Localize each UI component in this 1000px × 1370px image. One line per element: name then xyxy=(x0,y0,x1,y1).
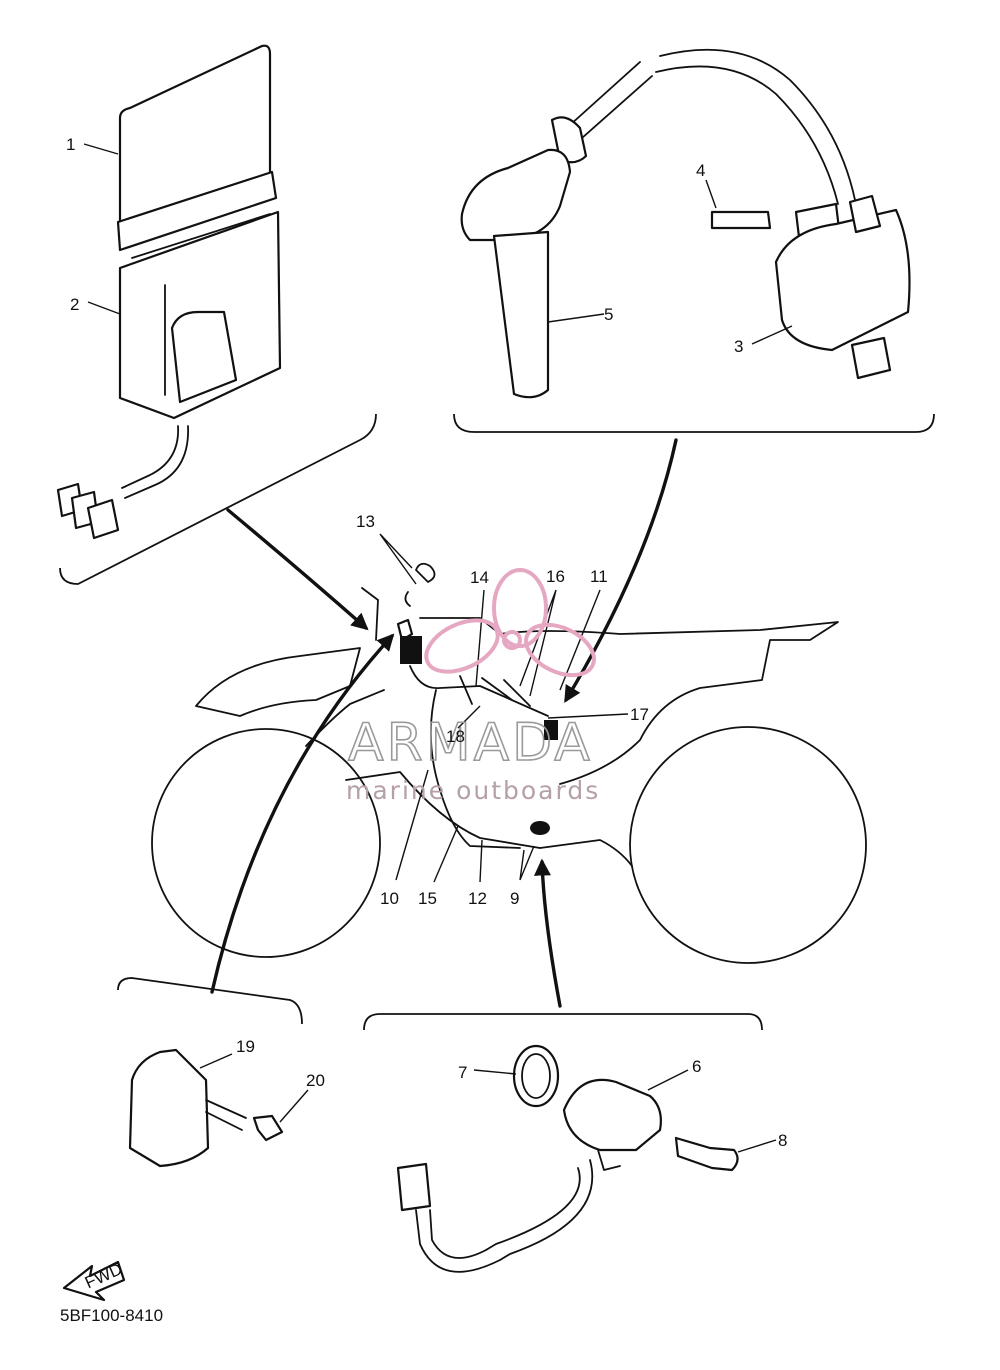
callout-9: 9 xyxy=(510,889,519,908)
callout-10: 10 xyxy=(380,889,399,908)
callout-17: 17 xyxy=(630,705,649,724)
sensor-arrow xyxy=(533,858,562,1008)
diagram-code: 5BF100-8410 xyxy=(60,1306,163,1325)
callout-16: 16 xyxy=(546,567,565,586)
callout-1: 1 xyxy=(66,135,75,154)
sensor-group xyxy=(396,1044,739,1273)
ignition-coil-group xyxy=(460,48,911,399)
propeller-logo xyxy=(424,568,596,678)
callout-5: 5 xyxy=(604,305,613,324)
coil-arrow xyxy=(564,438,678,703)
cdi-arrow xyxy=(226,508,369,631)
callout-4: 4 xyxy=(696,161,705,180)
callout-12: 12 xyxy=(468,889,487,908)
callout-11: 11 xyxy=(590,567,608,586)
regulator-group xyxy=(128,1048,284,1168)
regulator-frame xyxy=(117,977,303,1025)
callout-7: 7 xyxy=(458,1063,467,1082)
cdi-unit-group xyxy=(56,44,282,540)
callout-3: 3 xyxy=(734,337,743,356)
callout-8: 8 xyxy=(778,1131,787,1150)
watermark-tagline: marine outboards xyxy=(346,776,600,805)
cdi-frame xyxy=(59,413,377,585)
leader-lines xyxy=(83,143,793,1153)
watermark: ARMADA marine outboards xyxy=(346,568,600,805)
callout-15: 15 xyxy=(418,889,437,908)
callout-19: 19 xyxy=(236,1037,255,1056)
regulator-arrow xyxy=(210,633,395,994)
callout-20: 20 xyxy=(306,1071,325,1090)
watermark-brand: ARMADA xyxy=(348,713,593,773)
callout-14: 14 xyxy=(470,568,489,587)
coil-frame xyxy=(453,413,935,433)
wire-harness xyxy=(396,562,558,849)
callout-18: 18 xyxy=(446,727,465,746)
callout-6: 6 xyxy=(692,1057,701,1076)
callout-2: 2 xyxy=(70,295,79,314)
fwd-indicator: FWD xyxy=(62,1259,126,1302)
fwd-arrow-icon xyxy=(62,1260,126,1302)
sensor-frame xyxy=(363,1013,763,1031)
callout-labels: 1 2 3 4 5 6 7 8 9 10 11 12 13 14 15 16 1… xyxy=(66,135,787,1150)
callout-13: 13 xyxy=(356,512,375,531)
